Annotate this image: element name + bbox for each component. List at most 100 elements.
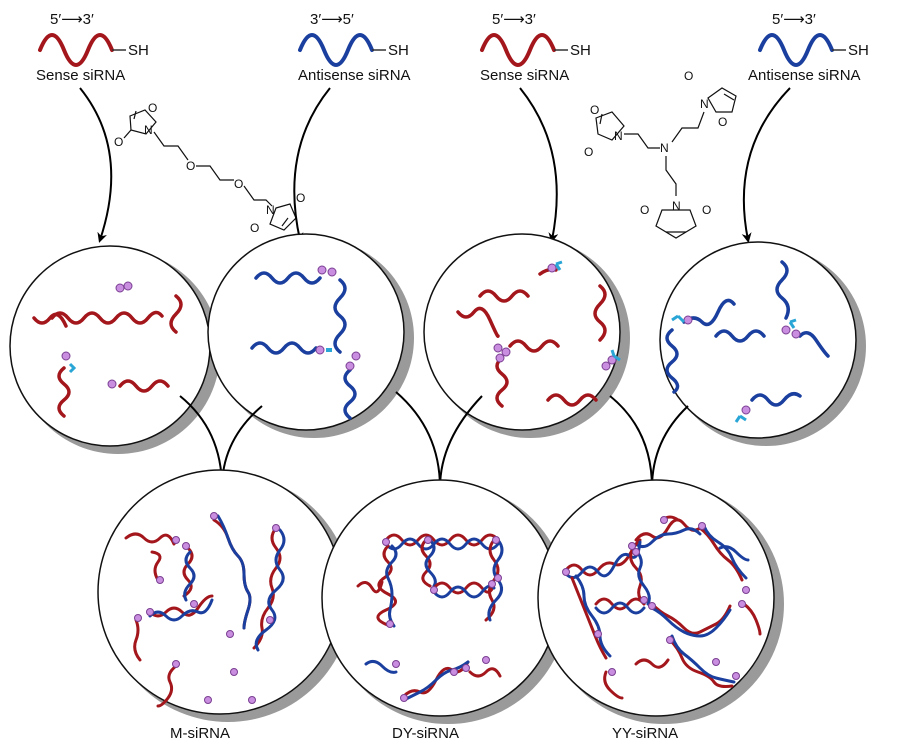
sense-strand <box>252 526 282 650</box>
thiol-label: SH <box>570 42 591 59</box>
strand-sense-1: 5′⟶3′ SH Sense siRNA <box>36 11 149 84</box>
mid-circle-3 <box>423 233 630 438</box>
linker-bead <box>345 361 355 371</box>
antisense-strand <box>183 550 196 602</box>
arrow <box>79 87 113 243</box>
sense-strand <box>478 289 530 303</box>
linker-beads <box>382 536 502 702</box>
linker-bead <box>123 281 133 291</box>
product-label-m-sirna: M-siRNA <box>170 725 230 742</box>
linker-bead <box>594 630 602 638</box>
atom-o: O <box>186 159 195 173</box>
antisense-strand <box>384 537 500 551</box>
atom-o: O <box>250 221 259 235</box>
antisense-strand <box>432 584 496 599</box>
antisense-strand <box>650 606 732 638</box>
linker-bead <box>660 516 668 524</box>
antisense-strand <box>254 271 322 285</box>
arrow <box>519 87 559 243</box>
linker-bead <box>172 536 180 544</box>
sense-strand <box>594 597 646 611</box>
linker-bead <box>424 536 432 544</box>
linker-bead <box>146 608 154 616</box>
sense-strand <box>629 548 646 606</box>
linker-bead <box>392 660 400 668</box>
tris-maleimide-linker: O O N N N O O N O O <box>584 69 737 239</box>
strand-direction: 3′⟶5′ <box>310 11 354 28</box>
sense-strand <box>742 602 762 636</box>
bis-maleimide-linker: O O N O O N O O <box>114 101 305 235</box>
strand-direction: 5′⟶3′ <box>50 11 94 28</box>
strand-label: Sense siRNA <box>36 67 125 84</box>
thiol-label: SH <box>848 42 869 59</box>
linker-bead <box>493 343 503 353</box>
antisense-strand <box>216 514 252 630</box>
linker-bead <box>738 600 746 608</box>
linker-bead <box>190 600 198 608</box>
antisense-strand <box>798 331 830 358</box>
antisense-strand <box>364 659 398 674</box>
linker-bead <box>648 602 656 610</box>
atom-o: O <box>234 177 243 191</box>
linker-bead <box>607 355 617 365</box>
linker-bead <box>462 664 470 672</box>
linker-bead <box>628 542 636 550</box>
linker-bead <box>327 267 337 277</box>
strand-antisense-1: 3′⟶5′ SH Antisense siRNA <box>298 11 411 84</box>
linker-bead <box>632 548 640 556</box>
antisense-strand <box>750 392 802 407</box>
linker-bead <box>732 672 740 680</box>
linker-bead <box>430 586 438 594</box>
sense-strand <box>484 538 500 622</box>
linker-bead <box>266 616 274 624</box>
atom-o: O <box>702 203 711 217</box>
linker-bead <box>741 405 751 415</box>
linker-bead <box>712 658 720 666</box>
linker-bead <box>683 315 693 325</box>
linker-beads <box>562 516 750 680</box>
sense-strand <box>57 366 71 418</box>
atom-o: O <box>114 135 123 149</box>
linker-bead <box>400 694 408 702</box>
antisense-strand <box>670 634 736 684</box>
atom-n: N <box>144 123 153 137</box>
sense-strand <box>169 294 183 334</box>
product-circle-yy-sirna <box>537 479 784 724</box>
antisense-strand <box>634 548 651 606</box>
antisense-strand <box>775 260 790 320</box>
sense-strand <box>150 550 162 582</box>
product-label-yy-sirna: YY-siRNA <box>612 725 678 742</box>
strand-label: Antisense siRNA <box>748 67 861 84</box>
linker-beads <box>134 512 280 704</box>
sense-strand <box>495 356 509 408</box>
linker-bead <box>204 696 212 704</box>
strand-label: Sense siRNA <box>480 67 569 84</box>
sense-strand <box>603 670 624 700</box>
sense-strand <box>32 312 68 328</box>
linker-bead <box>501 347 511 357</box>
antisense-strand <box>634 527 702 549</box>
thiol-label: SH <box>128 42 149 59</box>
sense-strand <box>593 284 607 342</box>
sense-strand <box>698 526 744 582</box>
sense-strand <box>356 580 384 594</box>
sense-strand <box>634 658 670 669</box>
linker-bead <box>601 361 611 371</box>
mid-circle-4 <box>659 241 866 446</box>
mid-circle-1 <box>9 245 220 454</box>
linker-bead <box>495 353 505 363</box>
linker-bead <box>781 325 791 335</box>
sense-strand <box>118 379 170 393</box>
antisense-strand <box>665 328 680 394</box>
mid-circle-2 <box>207 233 414 438</box>
atom-n: N <box>660 141 669 155</box>
sense-strand <box>468 667 502 678</box>
arrow <box>741 87 791 243</box>
atom-o: O <box>718 115 727 129</box>
sense-strand <box>124 532 176 546</box>
strand-label: Antisense siRNA <box>298 67 411 84</box>
linker-bead <box>107 379 117 389</box>
sense-strand <box>156 664 178 708</box>
product-label-dy-sirna: DY-siRNA <box>392 725 459 742</box>
